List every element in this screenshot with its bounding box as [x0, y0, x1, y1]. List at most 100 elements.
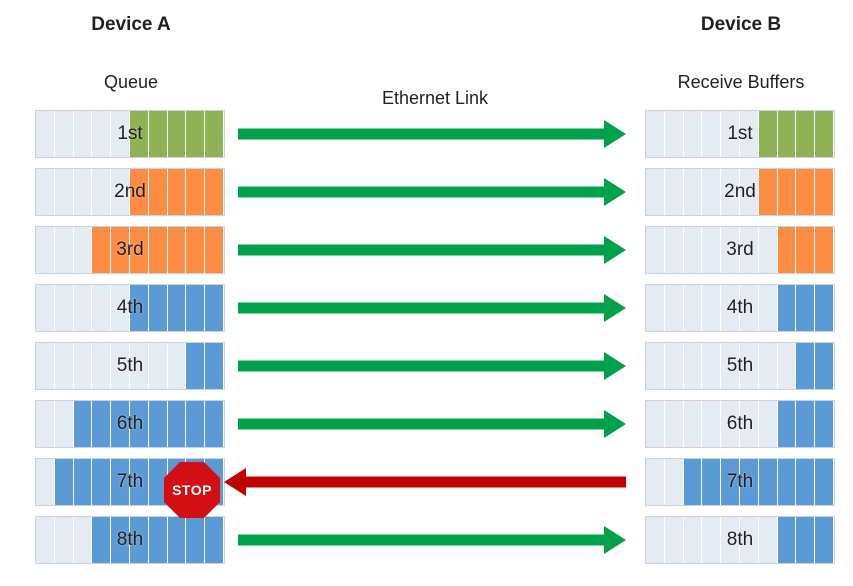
device-a-title: Device A: [91, 14, 171, 35]
receive-buffer-cell-empty: [664, 111, 684, 157]
queue-cell-filled: [186, 111, 206, 157]
ethernet-link-label: Ethernet Link: [381, 88, 489, 108]
queue-cell-empty: [54, 517, 74, 563]
queue-cell-filled: [205, 111, 224, 157]
receive-buffer-cell-empty: [646, 401, 665, 447]
queue-cell-empty: [73, 517, 93, 563]
queue-cell-empty: [148, 343, 168, 389]
queue-cell-filled: [186, 401, 206, 447]
receive-buffer-cell-empty: [664, 227, 684, 273]
receive-buffer-row: 2nd: [645, 168, 835, 216]
stop-octagon-shape: [164, 462, 220, 518]
queue-cell-empty: [36, 227, 55, 273]
queue-cell-filled: [129, 169, 149, 215]
queue-row: 6th: [35, 400, 225, 448]
receive-buffer-cell-filled: [815, 459, 834, 505]
queue-cell-filled: [54, 459, 74, 505]
receive-buffer-cell-empty: [721, 111, 740, 157]
receive-buffer-cell-empty: [702, 111, 722, 157]
queue-cell-empty: [73, 227, 93, 273]
receive-buffer-cell-empty: [683, 227, 703, 273]
queue-cell-empty: [54, 285, 74, 331]
queue-row: 3rd: [35, 226, 225, 274]
receive-buffer-cell-filled: [683, 459, 703, 505]
pause-arrow-row-7: [224, 468, 626, 496]
queue-cell-empty: [111, 343, 130, 389]
queue-cell-filled: [205, 401, 224, 447]
queue-cell-filled: [167, 169, 187, 215]
receive-buffer-cell-filled: [815, 227, 834, 273]
receive-buffer-cell-filled: [796, 169, 816, 215]
queue-cell-filled: [111, 459, 130, 505]
queue-row: 2nd: [35, 168, 225, 216]
receive-buffer-cell-filled: [815, 285, 834, 331]
queue-cell-filled: [205, 343, 224, 389]
queue-cell-filled: [148, 227, 168, 273]
receive-buffer-cell-empty: [702, 343, 722, 389]
queue-cell-empty: [92, 285, 112, 331]
queue-row: 5th: [35, 342, 225, 390]
receive-buffer-cell-filled: [721, 459, 740, 505]
receive-buffer-cell-empty: [646, 111, 665, 157]
queue-cell-filled: [186, 343, 206, 389]
forward-arrow-row-8: [238, 526, 626, 554]
receive-buffer-cell-filled: [796, 517, 816, 563]
device-b-title: Device B: [700, 14, 782, 35]
queue-cell-filled: [186, 517, 206, 563]
receive-buffer-cell-empty: [646, 227, 665, 273]
receive-buffer-cell-empty: [683, 343, 703, 389]
queue-cell-empty: [36, 343, 55, 389]
receive-buffer-cell-empty: [777, 343, 797, 389]
queue-cell-filled: [129, 285, 149, 331]
queue-cell-empty: [54, 169, 74, 215]
receive-buffer-cell-empty: [739, 517, 759, 563]
receive-buffer-cell-empty: [702, 169, 722, 215]
queue-cell-filled: [186, 227, 206, 273]
forward-arrow-row-4: [238, 294, 626, 322]
receive-buffer-cell-empty: [646, 517, 665, 563]
receive-buffer-cell-empty: [758, 517, 778, 563]
receive-buffer-cell-filled: [702, 459, 722, 505]
receive-buffer-cell-filled: [777, 459, 797, 505]
receive-buffer-cell-filled: [796, 401, 816, 447]
queue-cell-filled: [92, 227, 112, 273]
queue-cell-filled: [129, 227, 149, 273]
receive-buffer-cell-empty: [739, 169, 759, 215]
queue-cell-filled: [148, 401, 168, 447]
queue-cell-filled: [205, 517, 224, 563]
queue-cell-empty: [54, 343, 74, 389]
queue-cell-filled: [129, 459, 149, 505]
receive-buffer-cell-empty: [683, 285, 703, 331]
queue-cell-filled: [111, 517, 130, 563]
queue-cell-empty: [111, 111, 130, 157]
queue-cell-empty: [36, 111, 55, 157]
receive-buffer-row: 4th: [645, 284, 835, 332]
queue-cell-empty: [73, 169, 93, 215]
receive-buffer-cell-filled: [739, 459, 759, 505]
receive-buffer-cell-filled: [777, 517, 797, 563]
receive-buffer-cell-empty: [664, 285, 684, 331]
receive-buffer-row: 8th: [645, 516, 835, 564]
forward-arrow-row-6: [238, 410, 626, 438]
queue-cell-empty: [54, 111, 74, 157]
receive-buffer-cell-empty: [758, 401, 778, 447]
queue-cell-filled: [205, 285, 224, 331]
forward-arrow-row-3: [238, 236, 626, 264]
queue-cell-empty: [167, 343, 187, 389]
queue-cell-filled: [148, 111, 168, 157]
queue-cell-empty: [36, 401, 55, 447]
queue-cell-empty: [54, 401, 74, 447]
queue-cell-empty: [73, 285, 93, 331]
receive-buffer-cell-empty: [721, 517, 740, 563]
receive-buffer-cell-empty: [702, 517, 722, 563]
receive-buffer-row: 6th: [645, 400, 835, 448]
queue-cell-filled: [205, 169, 224, 215]
queue-cell-filled: [148, 169, 168, 215]
queue-cell-filled: [92, 459, 112, 505]
receive-buffer-row: 5th: [645, 342, 835, 390]
receive-buffer-cell-empty: [664, 169, 684, 215]
receive-buffer-cell-empty: [683, 401, 703, 447]
receive-buffer-cell-empty: [739, 343, 759, 389]
receive-buffer-cell-empty: [683, 169, 703, 215]
receive-buffer-cell-filled: [815, 169, 834, 215]
